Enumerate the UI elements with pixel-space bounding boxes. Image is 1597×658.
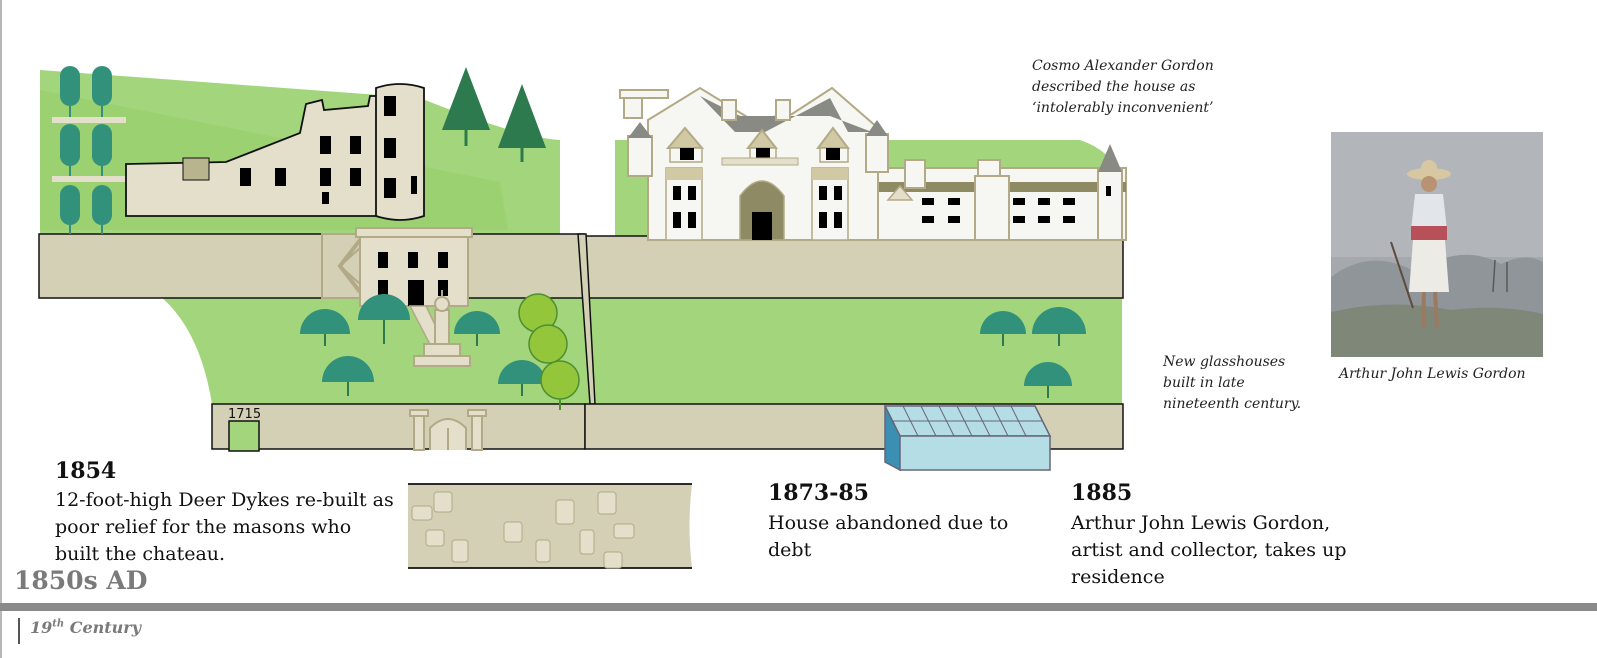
quote-note: Cosmo Alexander Gordon described the hou…: [1032, 58, 1214, 116]
century-label: 19th Century: [30, 618, 141, 637]
boundary-wall-left: [211, 403, 586, 450]
glasshouse: [883, 405, 1052, 472]
portrait-image: [1331, 132, 1543, 357]
terrace-wall-left: [38, 233, 585, 299]
portrait-figure: [1390, 160, 1451, 329]
portrait-caption: Arthur John Lewis Gordon: [1339, 366, 1526, 382]
terrace-wall-right: [583, 235, 1124, 299]
event-1873-year: 1873-85: [768, 480, 869, 506]
lawn-lower: [160, 296, 1122, 404]
pine-trees: [442, 67, 546, 162]
event-1885-description: Arthur John Lewis Gordon, artist and col…: [1071, 512, 1347, 588]
avenue-trees: [52, 66, 126, 234]
sundial: [413, 290, 471, 367]
glasshouses-note: New glasshouses built in late nineteenth…: [1163, 354, 1302, 412]
left-border: [0, 0, 2, 658]
ruined-castle: [125, 83, 425, 221]
event-1854-description: 12-foot-high Deer Dykes re-built as poor…: [55, 489, 394, 565]
century-marker: 19th Century: [18, 618, 141, 644]
century-number: 19: [30, 618, 53, 637]
deer-dyke-swatch: [408, 483, 692, 569]
marker-1715-label: 1715: [228, 407, 261, 422]
round-trees: [300, 293, 1086, 410]
event-1885-year: 1885: [1071, 480, 1133, 506]
event-1854-year: 1854: [55, 458, 117, 484]
event-1873-description: House abandoned due to debt: [768, 512, 1009, 561]
century-word: Century: [69, 618, 142, 637]
chateau: [619, 86, 1127, 241]
marker-1715-box: [228, 420, 260, 452]
garden-house: [321, 227, 473, 353]
era-label: 1850s AD: [14, 566, 148, 595]
gateway: [409, 409, 487, 451]
century-suffix: th: [52, 618, 65, 630]
timeline-bar: [0, 603, 1597, 611]
